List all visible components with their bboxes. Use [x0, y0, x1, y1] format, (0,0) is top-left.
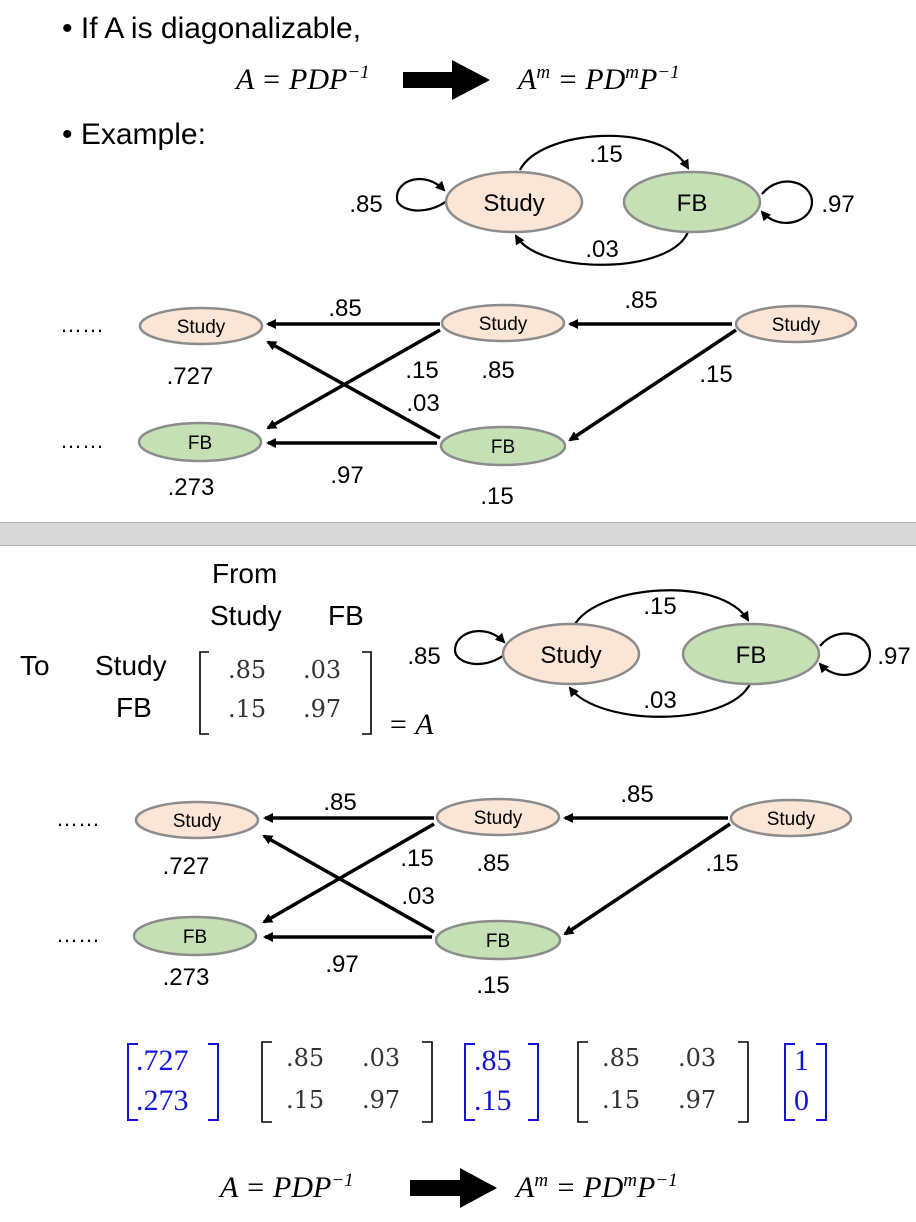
- svg-text:.97: .97: [330, 462, 363, 489]
- bullet-dot: •: [62, 12, 73, 45]
- col-fb-label: FB: [328, 600, 364, 631]
- bullet-text: Example:: [80, 118, 206, 151]
- svg-text:.15: .15: [699, 361, 732, 388]
- svg-text:FB: FB: [491, 437, 515, 458]
- svg-text:Study: Study: [772, 315, 821, 336]
- bullet-diagonalizable: • If A is diagonalizable,: [62, 12, 361, 46]
- col-study-label: Study: [210, 600, 282, 631]
- trellis-fb-mid: [439, 425, 567, 467]
- node-study: [444, 170, 584, 234]
- node-fb: [622, 170, 762, 234]
- svg-text:.273: .273: [168, 474, 215, 501]
- bullet-example: • Example:: [62, 118, 206, 152]
- prob-fb-self: .97: [821, 191, 854, 218]
- bullet-dot: •: [62, 118, 73, 151]
- to-label: To: [20, 650, 50, 681]
- svg-text:Study: Study: [177, 317, 226, 338]
- trellis-study-right: [734, 304, 858, 344]
- svg-text:.85: .85: [328, 295, 361, 322]
- equation-power-right-2: Am = PDmP−1: [516, 1170, 678, 1204]
- trellis-study-left: [138, 306, 264, 346]
- node-study-label: Study: [483, 190, 544, 217]
- equals-a: = A: [388, 708, 434, 741]
- prob-study-to-fb: .15: [589, 141, 622, 168]
- svg-text:Study: Study: [479, 314, 528, 335]
- svg-text:.727: .727: [167, 363, 214, 390]
- from-label: From: [212, 558, 278, 589]
- equation-diagonal-left-2: A = PDP−1: [220, 1170, 354, 1204]
- prob-fb-to-study: .03: [585, 236, 618, 263]
- svg-text:.03: .03: [406, 390, 439, 417]
- dots-top: ……: [60, 312, 104, 337]
- bullet-text: If A is diagonalizable,: [80, 12, 362, 45]
- equation-diagonal-left: A = PDP−1: [236, 62, 370, 96]
- slide-divider: [0, 522, 916, 546]
- prob-study-self: .85: [349, 191, 382, 218]
- svg-text:.15: .15: [480, 483, 513, 510]
- svg-text:.85: .85: [481, 357, 514, 384]
- trellis-1: Study Study Study FB FB …… …… .85 .85 .1…: [60, 287, 858, 510]
- svg-text:.15: .15: [405, 357, 438, 384]
- row-study-label: Study: [95, 650, 167, 681]
- trellis-study-mid: [440, 303, 566, 343]
- svg-text:FB: FB: [188, 433, 212, 454]
- svg-text:.85: .85: [624, 287, 657, 314]
- markov-chain-1: Study FB .15 .03 .85 .97: [349, 134, 855, 266]
- row-fb-label: FB: [116, 692, 152, 723]
- dots-bottom: ……: [60, 428, 104, 453]
- node-fb-label: FB: [677, 190, 708, 217]
- trellis-fb-left: [137, 421, 263, 463]
- equation-power-right: Am = PDmP−1: [518, 62, 680, 96]
